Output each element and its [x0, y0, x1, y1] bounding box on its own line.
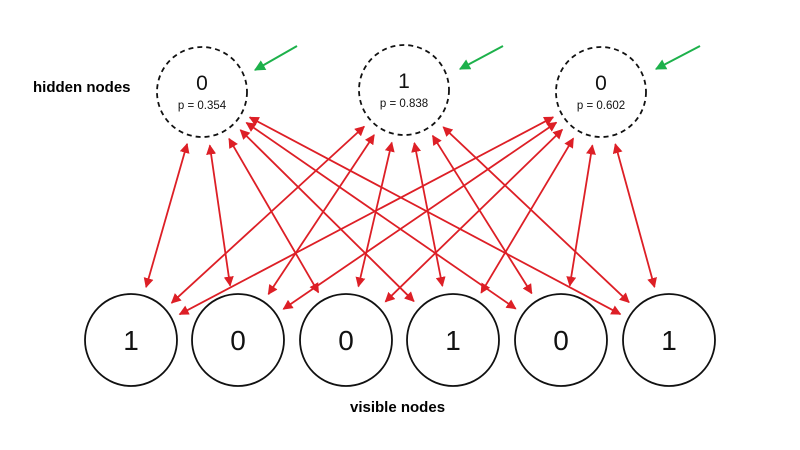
- visible-node-value: 1: [123, 325, 139, 356]
- connection-arrow-h2-v6: [442, 126, 630, 303]
- visible-node-circle: [84, 293, 178, 387]
- connection-arrow-h3-v2: [282, 121, 558, 310]
- visible-node-2: 0: [191, 293, 285, 387]
- indicator-arrow-3: [655, 45, 701, 70]
- connection-arrow-h3-v4: [480, 137, 575, 294]
- hidden-node-value: 1: [398, 70, 410, 93]
- connection-arrow-h1-v1: [143, 142, 190, 289]
- indicator-arrow-1: [254, 45, 298, 71]
- hidden-node-circle: [156, 46, 248, 138]
- visible-node-4: 1: [406, 293, 500, 387]
- visible-node-value: 0: [553, 325, 569, 356]
- connection-arrow-h2-v1: [170, 125, 365, 304]
- visible-node-value: 1: [445, 325, 461, 356]
- visible-node-circle: [406, 293, 500, 387]
- connection-arrow-h2-v3: [355, 141, 395, 288]
- hidden-node-probability: p = 0.838: [380, 98, 428, 110]
- hidden-node-1: 0 p = 0.354: [156, 46, 248, 138]
- hidden-node-probability: p = 0.354: [178, 100, 227, 112]
- visible-nodes-label: visible nodes: [350, 399, 446, 416]
- connection-arrow-h3-v6: [612, 143, 657, 288]
- connection-arrow-h3-v5: [566, 144, 596, 287]
- hidden-node-circle: [555, 46, 647, 138]
- hidden-node-2: 1 p = 0.838: [358, 44, 450, 136]
- visible-node-6: 1: [622, 293, 716, 387]
- indicator-arrow-2: [459, 45, 504, 70]
- visible-node-5: 0: [514, 293, 608, 387]
- visible-node-value: 0: [230, 325, 246, 356]
- connection-arrow-h2-v2: [267, 134, 375, 296]
- visible-node-value: 0: [338, 325, 354, 356]
- hidden-nodes-label: hidden nodes: [33, 79, 131, 96]
- visible-node-circle: [299, 293, 393, 387]
- visible-node-value: 1: [661, 325, 677, 356]
- visible-node-circle: [514, 293, 608, 387]
- visible-node-circle: [622, 293, 716, 387]
- connection-arrow-h1-v5: [245, 121, 517, 310]
- visible-node-1: 1: [84, 293, 178, 387]
- hidden-node-value: 0: [595, 72, 607, 95]
- visible-node-3: 0: [299, 293, 393, 387]
- connection-arrow-h2-v4: [411, 142, 446, 287]
- connection-arrow-h2-v5: [431, 134, 533, 295]
- hidden-node-circle: [358, 44, 450, 136]
- hidden-node-value: 0: [196, 72, 208, 95]
- hidden-node-probability: p = 0.602: [577, 100, 625, 112]
- visible-node-circle: [191, 293, 285, 387]
- hidden-node-3: 0 p = 0.602: [555, 46, 647, 138]
- connection-arrow-h1-v6: [248, 116, 622, 315]
